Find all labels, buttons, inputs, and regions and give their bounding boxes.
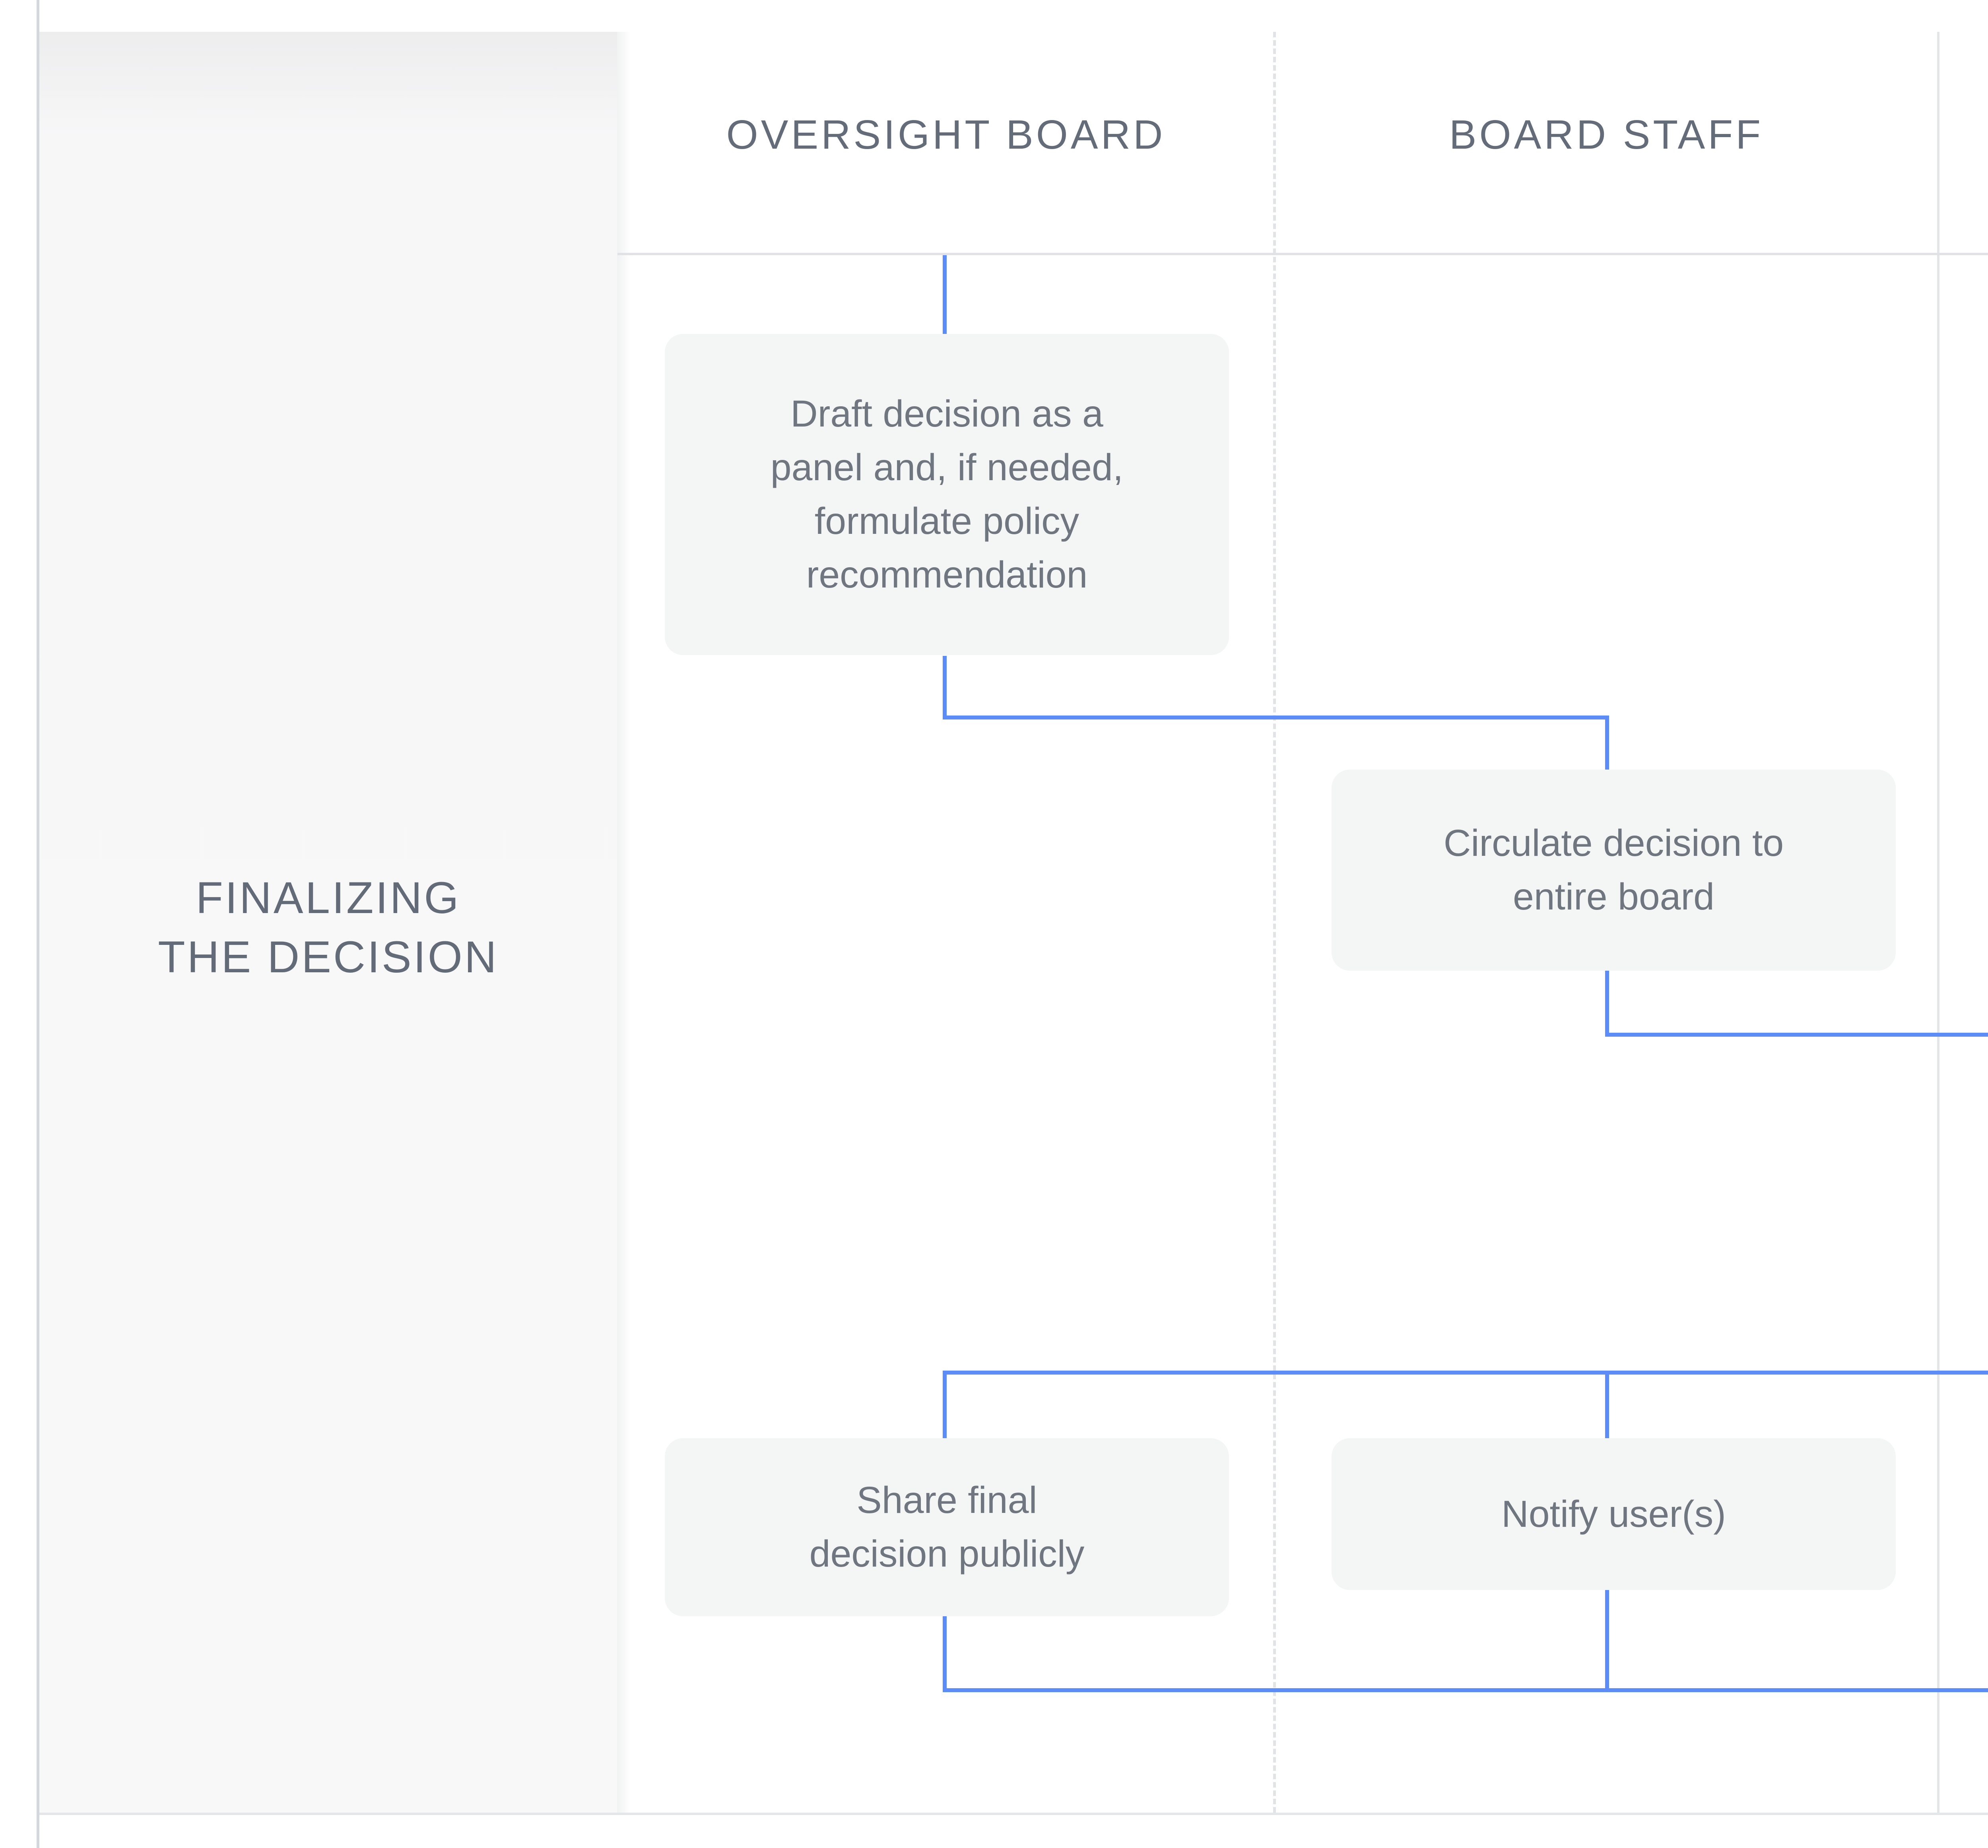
lane-title-facebook: FACEBOOK <box>1938 111 1988 158</box>
connector-into-circulate <box>1605 716 1609 771</box>
lane-title-oversight-board: OVERSIGHT BOARD <box>726 112 1166 157</box>
node-notify-users[interactable]: Notify user(s) <box>1332 1438 1896 1590</box>
node-draft-decision[interactable]: Draft decision as a panel and, if needed… <box>665 334 1229 655</box>
connector-circulate-to-privacy-horizontal <box>1605 1033 1988 1037</box>
connector-into-share-publicly <box>943 1371 947 1440</box>
connector-bottom-to-users-horizontal <box>943 1688 1988 1692</box>
page-bottom-rule <box>39 1813 1988 1815</box>
lane-divider-boardstaff-facebook <box>1937 32 1939 1813</box>
lane-header-rule <box>617 253 1988 255</box>
node-draft-decision-label: Draft decision as a panel and, if needed… <box>770 393 1124 596</box>
node-share-publicly[interactable]: Share final decision publicly <box>665 1438 1229 1616</box>
lane-divider-oversight-boardstaff <box>1273 32 1276 1813</box>
lane-title-board-staff: BOARD STAFF <box>1449 112 1764 157</box>
node-notify-users-label: Notify user(s) <box>1501 1493 1726 1535</box>
stage-label: FINALIZING THE DECISION <box>158 873 499 982</box>
connector-circulate-down <box>1605 969 1609 1037</box>
connector-notify-users-down <box>1605 1589 1609 1692</box>
connector-draft-to-circulate-horizontal <box>943 716 1609 719</box>
node-share-publicly-label: Share final decision publicly <box>809 1479 1085 1575</box>
connector-draft-down <box>943 656 947 719</box>
page-left-rule <box>37 0 39 1848</box>
stage-panel <box>39 32 631 1813</box>
connector-in-draft-decision <box>943 255 947 335</box>
connector-privacy-to-bottom-horizontal <box>943 1371 1988 1375</box>
node-circulate-decision-label: Circulate decision to entire board <box>1443 822 1784 918</box>
swimlane-columns <box>617 32 1988 1813</box>
connector-share-publicly-down <box>943 1615 947 1692</box>
connector-into-notify-users <box>1605 1371 1609 1440</box>
node-circulate-decision[interactable]: Circulate decision to entire board <box>1332 770 1896 971</box>
